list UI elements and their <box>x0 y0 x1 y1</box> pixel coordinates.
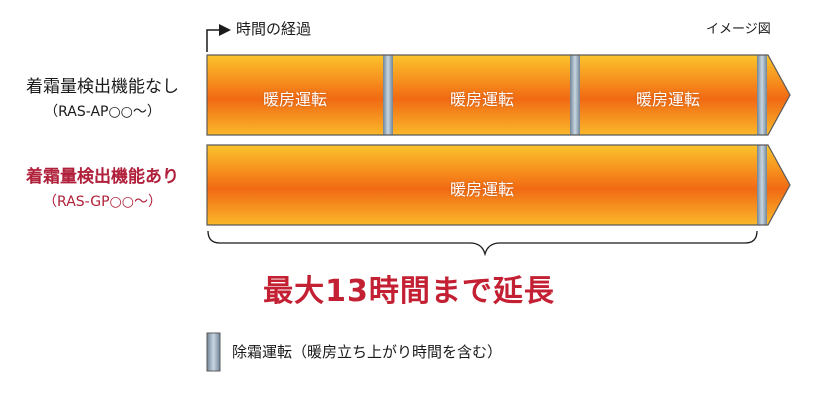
row2-subtitle: （RAS-GP○○～） <box>43 194 162 210</box>
row2-label: 着霜量検出機能あり （RAS-GP○○～） <box>0 162 205 211</box>
row1-segment-3: 暖房運転 <box>635 90 701 109</box>
row1-segment-1: 暖房運転 <box>262 90 328 109</box>
row1-defrost-2 <box>570 55 580 135</box>
row1-label: 着霜量検出機能なし （RAS-AP○○～） <box>0 72 205 121</box>
legend-label: 除霜運転（暖房立ち上がり時間を含む） <box>232 343 503 361</box>
extension-headline: 最大13時間まで延長 <box>263 274 555 309</box>
row1-segment-2: 暖房運転 <box>449 90 515 109</box>
row2-segment-1: 暖房運転 <box>449 180 515 199</box>
time-arrow <box>206 24 231 52</box>
row2-title: 着霜量検出機能あり <box>26 167 179 187</box>
row2-defrost-1 <box>757 145 767 225</box>
legend-swatch <box>206 332 221 372</box>
row1-defrost-1 <box>383 55 393 135</box>
row1-defrost-3 <box>757 55 767 135</box>
time-elapsed-label: 時間の経過 <box>236 20 312 38</box>
duration-bracket <box>207 230 758 257</box>
row1-title: 着霜量検出機能なし <box>26 77 179 97</box>
row1-subtitle: （RAS-AP○○～） <box>44 104 161 120</box>
image-note: イメージ図 <box>706 22 771 37</box>
